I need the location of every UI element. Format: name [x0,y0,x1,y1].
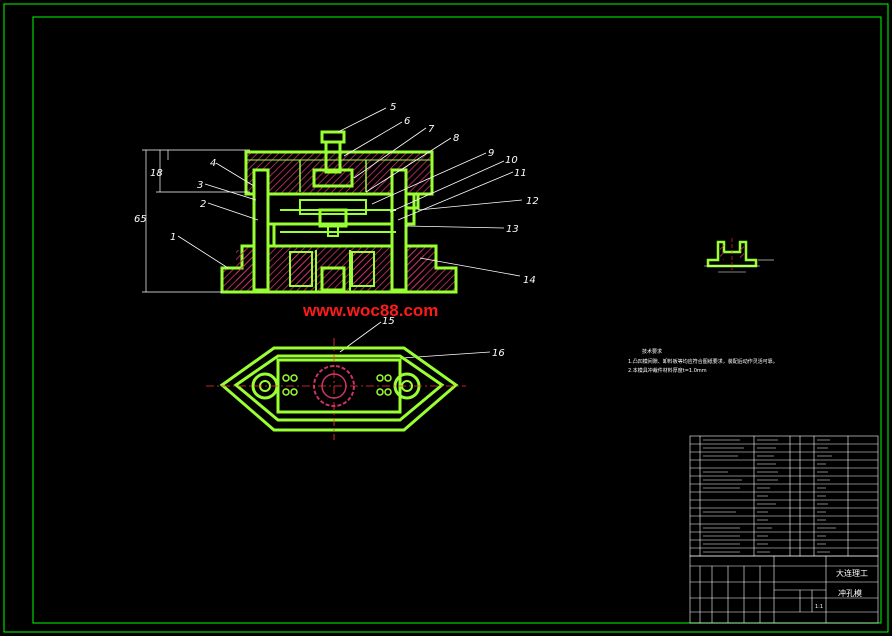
title-block [689,555,879,624]
dim-label-65: 65 [134,214,147,225]
title-block-title: 冲孔模 [838,588,862,598]
part-label-10: 10 [505,155,518,166]
note-line-1: 1.凸凹模间隙、卸料板等均应符合图纸要求，装配后动作灵活可靠。 [628,358,778,365]
part-label-4: 4 [210,158,216,169]
inner-frame [32,16,882,624]
title-block-scale: 1:1 [815,604,823,610]
outer-frame [3,3,889,633]
parts-list-scribbles [703,439,836,553]
part-label-12: 12 [526,196,539,207]
part-label-8: 8 [453,133,459,144]
notes-heading: 技术要求 [642,348,662,355]
part-label-5: 5 [390,102,396,113]
part-labels: 1 2 3 4 5 6 7 8 9 10 11 12 13 14 15 16 [170,102,539,359]
note-line-2: 2.本模具冲裁件材料厚度t=1.0mm [628,367,707,374]
watermark-text: www.woc88.com [302,301,438,320]
parts-list-table [689,435,879,557]
dim-label-18: 18 [150,168,163,179]
part-label-6: 6 [404,116,410,127]
workpiece-view [704,238,774,273]
technical-notes: 技术要求 1.凸凹模间隙、卸料板等均应符合图纸要求，装配后动作灵活可靠。 2.本… [628,348,778,374]
top-plan-view [206,338,466,440]
part-label-16: 16 [492,348,505,359]
part-label-11: 11 [514,168,527,179]
part-label-3: 3 [197,180,203,191]
leader-lines [177,107,523,359]
part-label-1: 1 [170,232,176,243]
part-label-7: 7 [428,124,435,135]
part-label-15: 15 [382,316,395,327]
title-block-company: 大连理工 [836,568,868,578]
part-label-14: 14 [523,275,536,286]
front-section-view [220,130,458,294]
dimension-lines [142,149,250,293]
part-label-2: 2 [200,199,206,210]
part-label-9: 9 [488,148,494,159]
part-label-13: 13 [506,224,519,235]
